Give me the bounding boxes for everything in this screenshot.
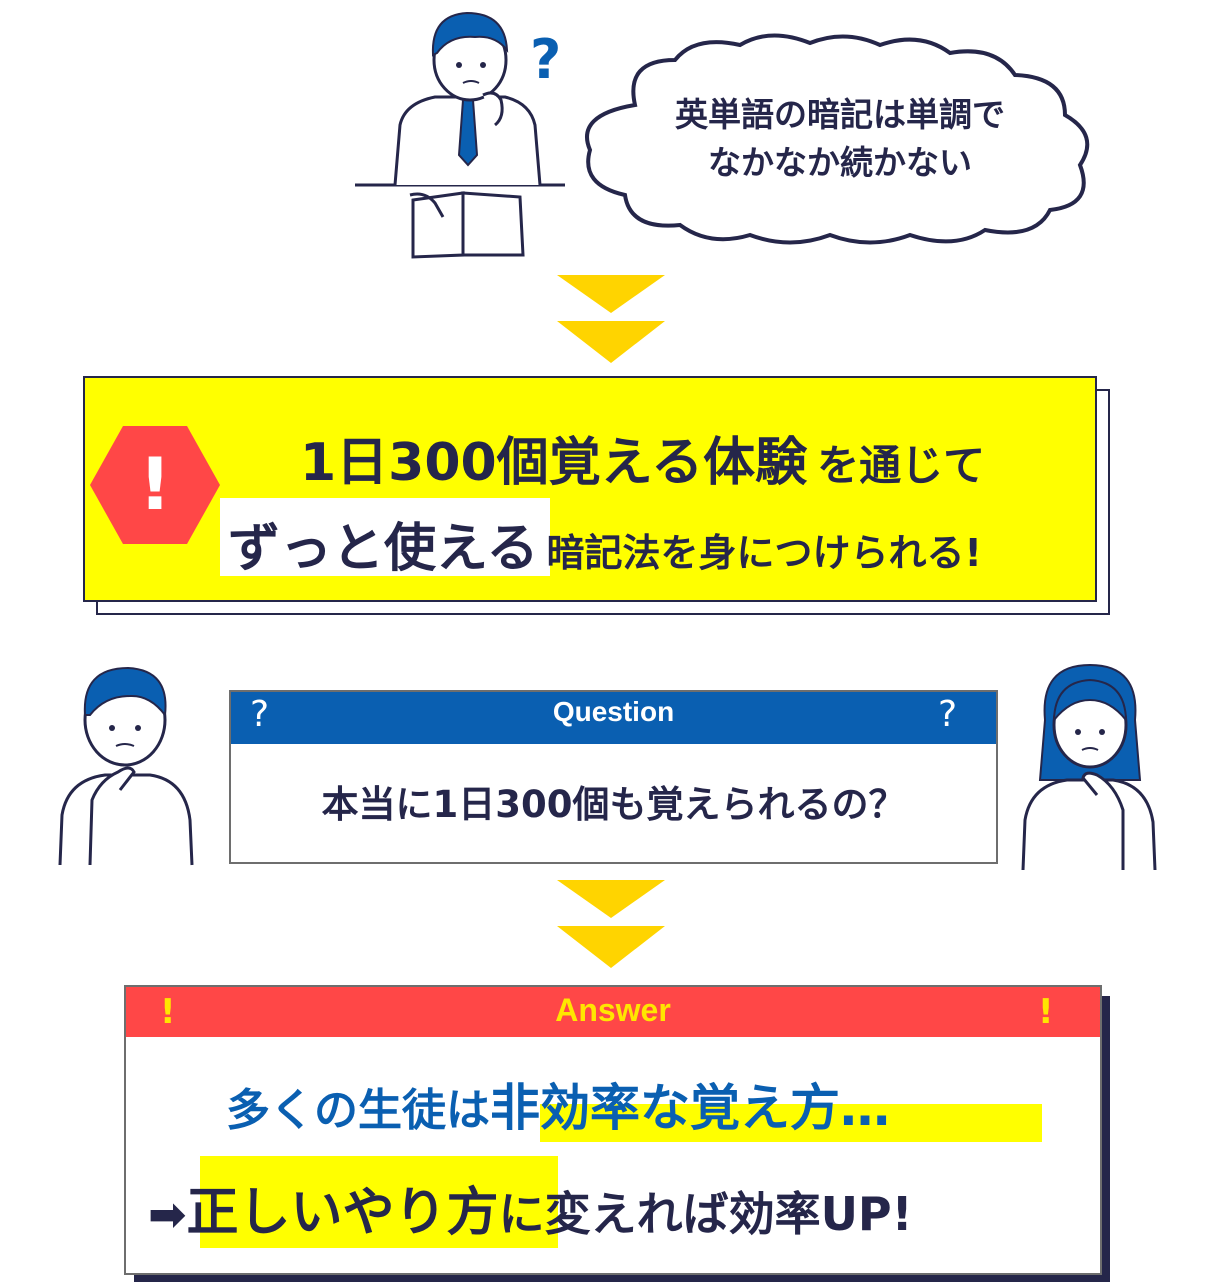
thought-line-1: 英単語の暗記は単調で	[675, 95, 1005, 134]
banner-line-2-highlight	[220, 498, 550, 576]
question-title: Question	[552, 696, 675, 727]
banner-line-2: ずっと使える暗記法を身につけられる!	[228, 506, 982, 581]
answer-line-2: ➡正しいやり方に変えれば効率UP!	[148, 1170, 913, 1245]
answer-title: Answer	[555, 992, 671, 1028]
chevron-down-icon	[557, 880, 665, 968]
answer-line-2-emphasis: 正しいやり方	[186, 1183, 499, 1243]
question-header	[231, 692, 996, 744]
question-text: 本当に1日300個も覚えられるの？	[321, 783, 906, 826]
answer-line-1-highlight	[540, 1104, 1042, 1142]
student-thinking-illustration	[355, 11, 565, 259]
answer-line-1-start: 多くの生徒は	[226, 1085, 490, 1136]
chevron-down-icon	[557, 275, 665, 363]
question-mark-icon: ?	[250, 694, 270, 735]
thinking-girl-illustration	[1021, 663, 1157, 871]
answer-header	[126, 987, 1100, 1037]
thought-line-2: なかなか続かない	[708, 143, 972, 182]
warning-mark: !	[138, 442, 172, 526]
question-mark-icon: ?	[938, 694, 958, 735]
banner-line-2-emphasis: ずっと使える	[228, 519, 539, 579]
thinking-boy-illustration	[58, 666, 194, 866]
thought-cloud	[585, 33, 1090, 245]
answer-line-2-rest: に変えれば効率UP!	[498, 1187, 913, 1241]
answer-line-2-highlight	[200, 1156, 558, 1248]
banner-line-1-emphasis: 1日300個覚える体験	[300, 433, 808, 493]
arrow-right-icon: ➡	[148, 1187, 187, 1241]
answer-line-1-emphasis: 非効率な覚え方…	[490, 1079, 890, 1137]
question-mark-icon: ?	[530, 28, 562, 91]
exclamation-icon: !	[1038, 992, 1054, 1032]
exclamation-icon: !	[160, 992, 176, 1032]
answer-line-1: 多くの生徒は非効率な覚え方…	[226, 1068, 890, 1140]
banner-line-1: 1日300個覚える体験を通じて	[300, 420, 985, 495]
banner-line-1-rest: を通じて	[817, 441, 986, 490]
banner-line-2-rest: 暗記法を身につけられる!	[546, 531, 982, 575]
warning-hexagon-icon	[90, 426, 220, 544]
